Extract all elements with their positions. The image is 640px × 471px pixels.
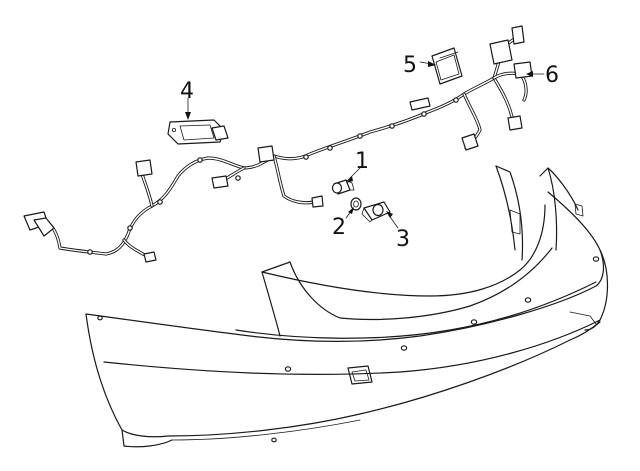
part-5-bracket — [431, 47, 463, 85]
harness-clips — [87, 97, 459, 255]
callout-1: 1 — [355, 149, 369, 174]
callout-5: 5 — [403, 53, 417, 78]
part-1-sensor — [331, 179, 355, 195]
callout-6: 6 — [545, 63, 559, 88]
callout-2: 2 — [332, 215, 346, 240]
part-3-sensor-bracket — [361, 201, 391, 223]
wiring-harness — [23, 25, 533, 263]
part-2-retainer — [350, 197, 362, 211]
callout-labels: 1 2 3 4 5 6 — [180, 53, 559, 252]
part-4-control-module — [167, 119, 229, 145]
callout-4: 4 — [180, 79, 194, 104]
callout-leaders — [185, 61, 545, 229]
rear-bumper-cover — [85, 165, 609, 448]
callout-3: 3 — [396, 227, 410, 252]
